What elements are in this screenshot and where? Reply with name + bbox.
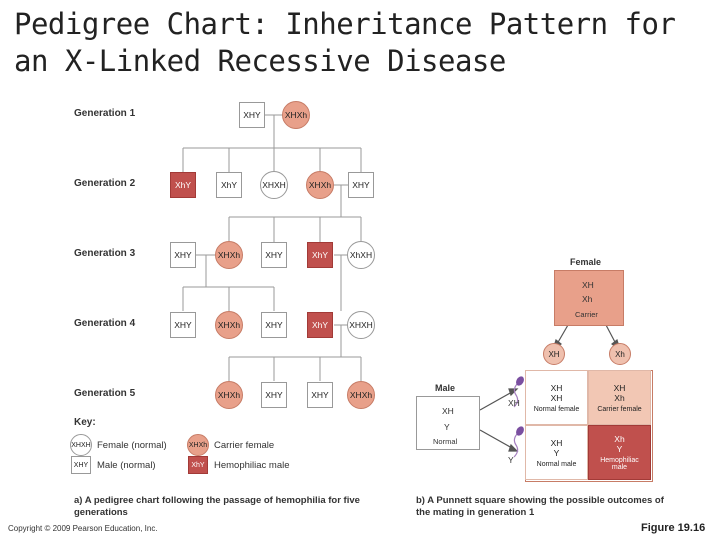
female-label: Female bbox=[570, 257, 602, 267]
male-normal-text: Normal bbox=[433, 437, 458, 446]
key-carrier-symbol: XHXh bbox=[187, 434, 209, 456]
generation-2-label: Generation 2 bbox=[74, 178, 136, 189]
cell-3-allele-1: XH bbox=[550, 437, 563, 448]
key-hemophiliac-label: Hemophiliac male bbox=[214, 460, 290, 471]
female-parent-box bbox=[554, 270, 624, 326]
key-male-normal-label: Male (normal) bbox=[97, 460, 156, 471]
punnett-cell-normal-male: XH Y Normal male bbox=[525, 425, 588, 480]
generation-4-label: Generation 4 bbox=[74, 318, 136, 329]
generation-1-label: Generation 1 bbox=[74, 108, 136, 119]
generation-5-label: Generation 5 bbox=[74, 388, 136, 399]
punnett-cell-normal-female: XH XH Normal female bbox=[525, 370, 588, 425]
cell-3-allele-2: Y bbox=[553, 447, 560, 458]
key-title: Key: bbox=[74, 417, 96, 428]
punnett-cell-hemophiliac-male: Xh Y Hemophiliac male bbox=[588, 425, 651, 480]
cell-3-label: Normal male bbox=[536, 460, 577, 468]
cell-4-label: Hemophiliac male bbox=[600, 457, 639, 471]
gen3-female-carrier: XHXh bbox=[215, 241, 243, 269]
male-label: Male bbox=[435, 383, 456, 393]
gen2-female-carrier: XHXh bbox=[306, 171, 334, 199]
gen4-male-normal: XHY bbox=[170, 312, 196, 338]
cell-2-allele-2: Xh bbox=[614, 392, 625, 403]
sperm-y: Y bbox=[508, 455, 514, 465]
gen3-male-hemophiliac: XhY bbox=[307, 242, 333, 268]
gen4-female-normal: XHXH bbox=[347, 311, 375, 339]
cell-4-allele-2: Y bbox=[616, 444, 623, 454]
gen4-female-carrier: XHXh bbox=[215, 311, 243, 339]
gen2-female-normal: XHXH bbox=[260, 171, 288, 199]
gen4-male-normal-2: XHY bbox=[261, 312, 287, 338]
gen3-male-normal: XHY bbox=[170, 242, 196, 268]
cell-2-label: Carrier female bbox=[597, 405, 642, 413]
male-genotype-1: XH bbox=[442, 406, 454, 416]
key-male-normal-symbol: XHY bbox=[71, 456, 91, 474]
female-genotype-2: Xh bbox=[582, 294, 593, 304]
gen5-female-carrier: XHXh bbox=[215, 381, 243, 409]
cell-1-allele-2: XH bbox=[550, 392, 563, 403]
gen2-male-hemophiliac: XhY bbox=[170, 172, 196, 198]
key-carrier-label: Carrier female bbox=[214, 440, 275, 451]
cell-2-allele-1: XH bbox=[613, 382, 626, 393]
cell-1-allele-1: XH bbox=[550, 382, 563, 393]
cell-4-allele-1: Xh bbox=[614, 434, 625, 444]
gen2-male-normal-2: XHY bbox=[348, 172, 374, 198]
punnett-cell-carrier-female: XH Xh Carrier female bbox=[588, 370, 651, 425]
gen5-male-normal-2: XHY bbox=[307, 382, 333, 408]
gen1-male-normal: XHY bbox=[239, 102, 265, 128]
gen3-female-normal: XhXH bbox=[347, 241, 375, 269]
copyright-text: Copyright © 2009 Pearson Education, Inc. bbox=[8, 524, 158, 533]
male-genotype-2: Y bbox=[444, 422, 450, 432]
key-hemophiliac-symbol: XhY bbox=[188, 456, 208, 474]
sperm-xh: XH bbox=[508, 398, 520, 408]
gen1-female-carrier: XHXh bbox=[282, 101, 310, 129]
figure-number: Figure 19.16 bbox=[641, 522, 706, 534]
slide-title: Pedigree Chart: Inheritance Pattern for … bbox=[14, 7, 676, 78]
key-female-normal-symbol: XHXH bbox=[70, 434, 92, 456]
gen4-male-hemophiliac: XhY bbox=[307, 312, 333, 338]
cell-1-label: Normal female bbox=[533, 405, 580, 413]
gen3-male-normal-2: XHY bbox=[261, 242, 287, 268]
key-female-normal-label: Female (normal) bbox=[97, 440, 167, 451]
gen5-male-normal: XHY bbox=[261, 382, 287, 408]
female-carrier-text: Carrier bbox=[575, 310, 598, 319]
generation-3-label: Generation 3 bbox=[74, 248, 136, 259]
caption-a: a) A pedigree chart following the passag… bbox=[74, 495, 360, 518]
female-genotype-1: XH bbox=[582, 280, 594, 290]
egg-xh-recessive: Xh bbox=[609, 343, 631, 365]
egg-xh-dominant: XH bbox=[543, 343, 565, 365]
male-parent-box bbox=[416, 396, 480, 450]
gen2-male-normal: XhY bbox=[216, 172, 242, 198]
gen5-female-carrier-2: XHXh bbox=[347, 381, 375, 409]
caption-b: b) A Punnett square showing the possible… bbox=[416, 495, 664, 518]
